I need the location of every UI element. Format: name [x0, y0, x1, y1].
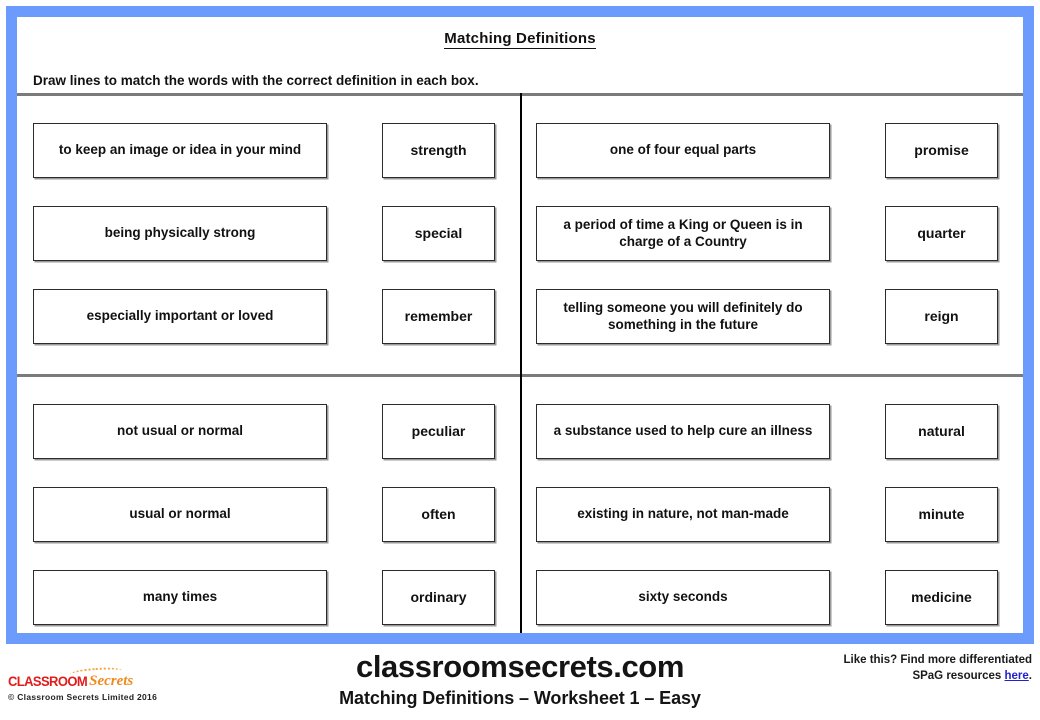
matching-row: not usual or normal peculiar: [33, 390, 504, 473]
matching-row: to keep an image or idea in your mind st…: [33, 109, 504, 192]
worksheet-frame: Matching Definitions Draw lines to match…: [6, 6, 1034, 644]
copyright-text: © Classroom Secrets Limited 2016: [8, 692, 158, 702]
word-box[interactable]: natural: [885, 404, 998, 459]
divider-vertical: [520, 93, 522, 633]
promo-here-link[interactable]: here: [1004, 669, 1029, 682]
worksheet-footer: CLASSROOM Secrets © Classroom Secrets Li…: [0, 646, 1040, 720]
definition-box[interactable]: one of four equal parts: [536, 123, 830, 178]
page-title: Matching Definitions: [17, 30, 1023, 49]
matching-row: many times ordinary: [33, 556, 504, 639]
instruction-text: Draw lines to match the words with the c…: [33, 73, 479, 88]
definition-box[interactable]: especially important or loved: [33, 289, 327, 344]
logo-word-classroom: CLASSROOM: [8, 673, 88, 690]
promo-text: Like this? Find more differentiated SPaG…: [807, 653, 1033, 684]
promo-line-2-prefix: SPaG resources: [912, 669, 1005, 682]
quadrant-top-left: to keep an image or idea in your mind st…: [17, 99, 520, 368]
matching-row: being physically strong special: [33, 192, 504, 275]
matching-row: existing in nature, not man-made minute: [536, 473, 1007, 556]
definition-box[interactable]: a period of time a King or Queen is in c…: [536, 206, 830, 261]
worksheet-header: Matching Definitions Draw lines to match…: [17, 17, 1023, 93]
word-box[interactable]: reign: [885, 289, 998, 344]
definition-box[interactable]: a substance used to help cure an illness: [536, 404, 830, 459]
definition-box[interactable]: not usual or normal: [33, 404, 327, 459]
matching-row: a period of time a King or Queen is in c…: [536, 192, 1007, 275]
definition-box[interactable]: many times: [33, 570, 327, 625]
definition-box[interactable]: sixty seconds: [536, 570, 830, 625]
matching-row: especially important or loved remember: [33, 275, 504, 358]
matching-row: telling someone you will definitely do s…: [536, 275, 1007, 358]
word-box[interactable]: promise: [885, 123, 998, 178]
page-title-text: Matching Definitions: [444, 30, 596, 49]
matching-row: one of four equal parts promise: [536, 109, 1007, 192]
matching-grid: to keep an image or idea in your mind st…: [17, 93, 1023, 633]
quadrant-bottom-right: a substance used to help cure an illness…: [520, 380, 1023, 649]
word-box[interactable]: remember: [382, 289, 495, 344]
word-box[interactable]: medicine: [885, 570, 998, 625]
word-box[interactable]: strength: [382, 123, 495, 178]
worksheet-subtitle: Matching Definitions – Worksheet 1 – Eas…: [339, 688, 701, 709]
word-box[interactable]: special: [382, 206, 495, 261]
definition-box[interactable]: being physically strong: [33, 206, 327, 261]
matching-row: a substance used to help cure an illness…: [536, 390, 1007, 473]
word-box[interactable]: minute: [885, 487, 998, 542]
classroom-secrets-logo: CLASSROOM Secrets: [8, 666, 188, 690]
quadrant-top-right: one of four equal parts promise a period…: [520, 99, 1023, 368]
definition-box[interactable]: to keep an image or idea in your mind: [33, 123, 327, 178]
promo-line-2-suffix: .: [1028, 669, 1032, 682]
definition-box[interactable]: usual or normal: [33, 487, 327, 542]
brand-url: classroomsecrets.com: [355, 649, 685, 684]
definition-box[interactable]: existing in nature, not man-made: [536, 487, 830, 542]
logo-word-secrets: Secrets: [89, 673, 134, 689]
word-box[interactable]: peculiar: [382, 404, 495, 459]
quadrant-bottom-left: not usual or normal peculiar usual or no…: [17, 380, 520, 649]
definition-box[interactable]: telling someone you will definitely do s…: [536, 289, 830, 344]
promo-line-1: Like this? Find more differentiated: [843, 654, 1033, 666]
word-box[interactable]: often: [382, 487, 495, 542]
matching-row: usual or normal often: [33, 473, 504, 556]
word-box[interactable]: quarter: [885, 206, 998, 261]
matching-row: sixty seconds medicine: [536, 556, 1007, 639]
word-box[interactable]: ordinary: [382, 570, 495, 625]
footer-center: classroomsecrets.com Matching Definition…: [0, 649, 1040, 709]
footer-branding: CLASSROOM Secrets © Classroom Secrets Li…: [8, 666, 188, 702]
